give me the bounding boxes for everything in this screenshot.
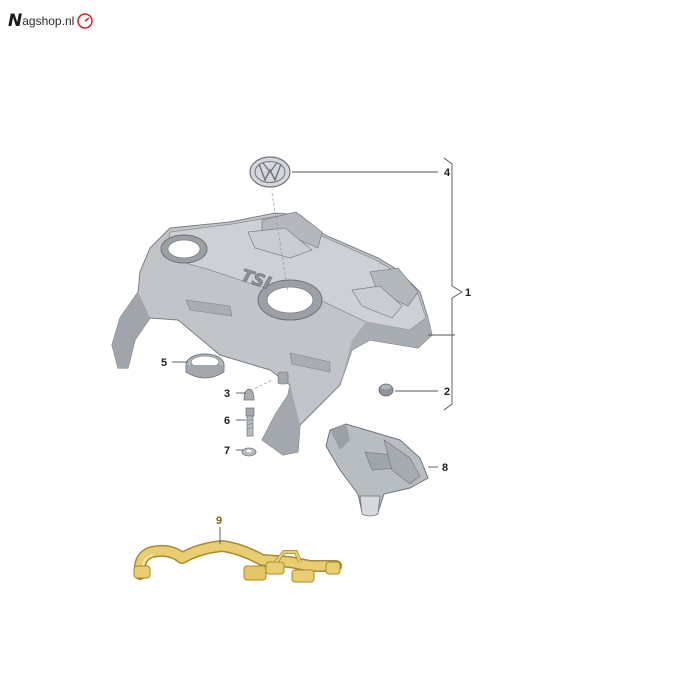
grommet-part — [185, 353, 225, 379]
callout-4: 4 — [444, 167, 451, 179]
bolt-part — [245, 407, 255, 437]
callout-8: 8 — [442, 462, 448, 474]
logo-mark: N — [8, 11, 22, 31]
callouts: 1 2 3 4 5 6 7 8 9 — [161, 167, 471, 527]
speedometer-icon — [77, 13, 94, 29]
callout-9: 9 — [216, 515, 222, 527]
washer-part — [241, 447, 257, 457]
callout-3: 3 — [224, 388, 230, 400]
leader-lines — [172, 157, 463, 544]
logo-text: agshop.nl — [22, 14, 75, 28]
bracket-part — [325, 423, 429, 517]
callout-6: 6 — [224, 415, 230, 427]
nagshop-logo: N agshop.nl — [8, 10, 94, 32]
engine-cover: TSI — [111, 192, 433, 456]
callout-2: 2 — [444, 386, 450, 398]
callout-5: 5 — [161, 357, 167, 369]
callout-7: 7 — [224, 445, 230, 457]
callout-1: 1 — [465, 287, 471, 299]
vw-emblem — [249, 156, 291, 188]
small-buffer-part — [243, 388, 255, 401]
buffer-part — [378, 383, 394, 397]
breather-hose — [133, 540, 342, 583]
